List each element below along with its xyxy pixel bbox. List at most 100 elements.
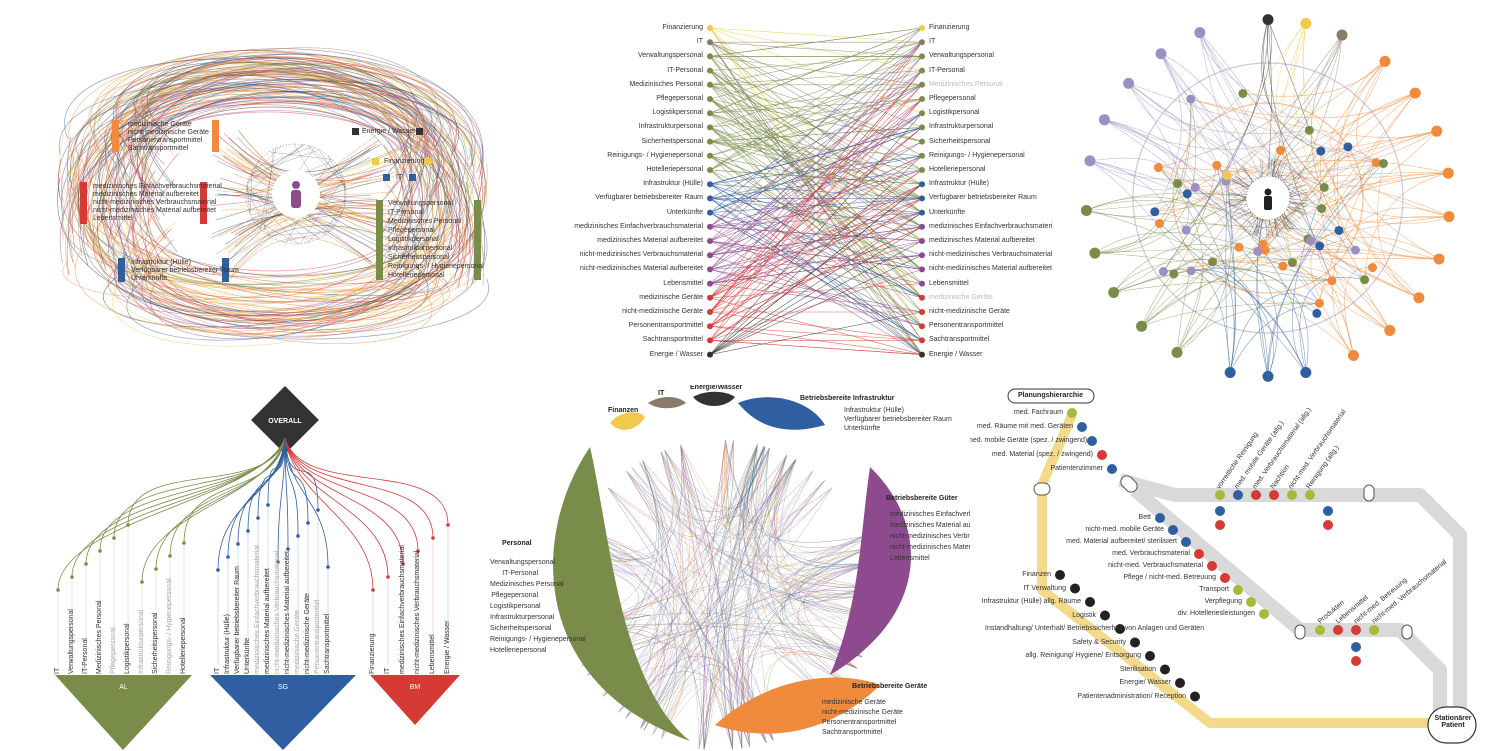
inner-node bbox=[1258, 239, 1268, 249]
radial-link bbox=[1309, 130, 1420, 298]
left-label: Reinigungs- / Hygienepersonal bbox=[607, 151, 703, 159]
station-label: Transport bbox=[1199, 586, 1229, 593]
ring-chord bbox=[246, 187, 310, 243]
left-label: medizinische Geräte bbox=[639, 293, 703, 301]
station bbox=[1130, 637, 1140, 648]
arc-link bbox=[62, 148, 475, 285]
radial-link bbox=[1199, 32, 1266, 251]
leaf-node bbox=[168, 554, 172, 558]
ring-chord bbox=[337, 166, 347, 192]
radial-link bbox=[1216, 23, 1307, 166]
arc-link bbox=[69, 74, 465, 289]
group-triangle bbox=[210, 675, 356, 750]
inner-node bbox=[1343, 142, 1353, 152]
capsule-node bbox=[1363, 484, 1375, 502]
inner-node bbox=[1319, 182, 1329, 192]
geraete-item: medizinische Geräte bbox=[822, 699, 886, 706]
chord-link bbox=[642, 460, 733, 750]
leaf-label: Infrastruktur (Hülle) bbox=[224, 614, 231, 674]
branch-link bbox=[237, 437, 286, 545]
radial-link bbox=[1225, 175, 1231, 373]
station-label: Finanzen bbox=[1022, 571, 1051, 578]
leaf-label: Sicherheitspersonal bbox=[152, 612, 159, 674]
outer-node bbox=[1379, 55, 1391, 67]
branch-link bbox=[257, 437, 286, 519]
personal-item: IT-Personal bbox=[502, 570, 538, 577]
outer-node bbox=[1336, 29, 1348, 41]
leaf-node bbox=[431, 536, 435, 540]
right-node bbox=[919, 337, 925, 344]
arc-link bbox=[129, 133, 442, 313]
geraete-title: Betriebsbereite Geräte bbox=[852, 683, 928, 690]
station bbox=[1160, 664, 1170, 675]
inner-link bbox=[228, 137, 371, 173]
inner-node bbox=[1378, 158, 1388, 168]
radial-link bbox=[1199, 32, 1384, 164]
finanzen-title: Finanzen bbox=[608, 407, 639, 414]
personal-label: Hotelleriepersonal bbox=[388, 272, 445, 279]
outer-node bbox=[1123, 77, 1135, 89]
chord-link bbox=[797, 561, 872, 669]
ring-chord bbox=[246, 188, 270, 237]
chord-link bbox=[660, 451, 876, 598]
station-label: div. Hotelleriesleistungen bbox=[1177, 610, 1255, 617]
leaf-label: nicht-medizinische Geräte bbox=[304, 593, 311, 674]
branch-link bbox=[284, 437, 389, 578]
station bbox=[1207, 561, 1217, 571]
inner-node bbox=[1360, 275, 1370, 285]
branch-link bbox=[183, 437, 286, 544]
inner-node bbox=[1153, 163, 1163, 173]
group-triangle bbox=[55, 675, 192, 750]
station bbox=[1215, 506, 1225, 516]
group-label: SG bbox=[278, 684, 288, 691]
radial-link bbox=[1141, 238, 1309, 327]
branch-link bbox=[127, 437, 286, 526]
bipartite-link bbox=[709, 56, 923, 128]
inner-node bbox=[1316, 146, 1326, 156]
infra-item: Unterkünfte bbox=[844, 425, 881, 432]
chord-link bbox=[579, 528, 733, 750]
chord-link bbox=[640, 450, 684, 729]
left-node bbox=[707, 53, 713, 60]
radial-link bbox=[1199, 32, 1384, 164]
arc-link bbox=[123, 63, 421, 212]
radial-link bbox=[1160, 53, 1325, 188]
bipartite-link bbox=[709, 41, 923, 242]
leaf-label: medizinisches Material aufbereitet bbox=[264, 568, 271, 674]
left-node bbox=[707, 294, 713, 301]
station bbox=[1269, 490, 1279, 500]
station bbox=[1215, 490, 1225, 500]
left-label: Verwaltungspersonal bbox=[638, 52, 703, 60]
bipartite-link bbox=[709, 254, 923, 355]
leaf-label: nicht-medizinisches Verbrauchsmaterial bbox=[274, 550, 281, 674]
station-label: IT Verwaltung bbox=[1023, 584, 1066, 592]
arc-link bbox=[78, 141, 474, 285]
chord-link bbox=[640, 459, 796, 729]
left-label: Personentransportmittel bbox=[628, 322, 703, 330]
radial-link bbox=[1257, 250, 1440, 260]
leaf-label: nicht-medizinisches Verbrauchsmaterial bbox=[414, 550, 421, 674]
personal-label: IT-Personal bbox=[388, 209, 424, 216]
branch-link bbox=[247, 437, 286, 532]
inner-node bbox=[1315, 241, 1325, 251]
infra-title: Betriebsbereite Infrastruktur bbox=[800, 395, 895, 402]
verbrauch-label: medizinisches Einfachverbrauchsmaterial bbox=[93, 183, 222, 190]
left-node bbox=[707, 280, 713, 287]
bipartite-link bbox=[709, 113, 923, 355]
radial-link bbox=[1292, 236, 1440, 263]
radial-link bbox=[1163, 19, 1273, 272]
leaf-node bbox=[326, 565, 330, 569]
chord-link bbox=[643, 480, 825, 731]
radial-link bbox=[1242, 61, 1386, 97]
chord-link bbox=[664, 448, 770, 519]
station-label: allg. Reinigung/ Hygiene/ Entsorgung bbox=[1025, 652, 1141, 659]
arc-link bbox=[141, 73, 468, 287]
chord-link bbox=[626, 471, 875, 588]
leaf-node bbox=[386, 575, 390, 579]
radial-link bbox=[1280, 150, 1440, 260]
branch-link bbox=[284, 437, 404, 565]
leaf-label: IT bbox=[384, 667, 391, 674]
branch-link bbox=[169, 437, 286, 557]
infra-item: Infrastruktur (Hülle) bbox=[844, 407, 904, 414]
